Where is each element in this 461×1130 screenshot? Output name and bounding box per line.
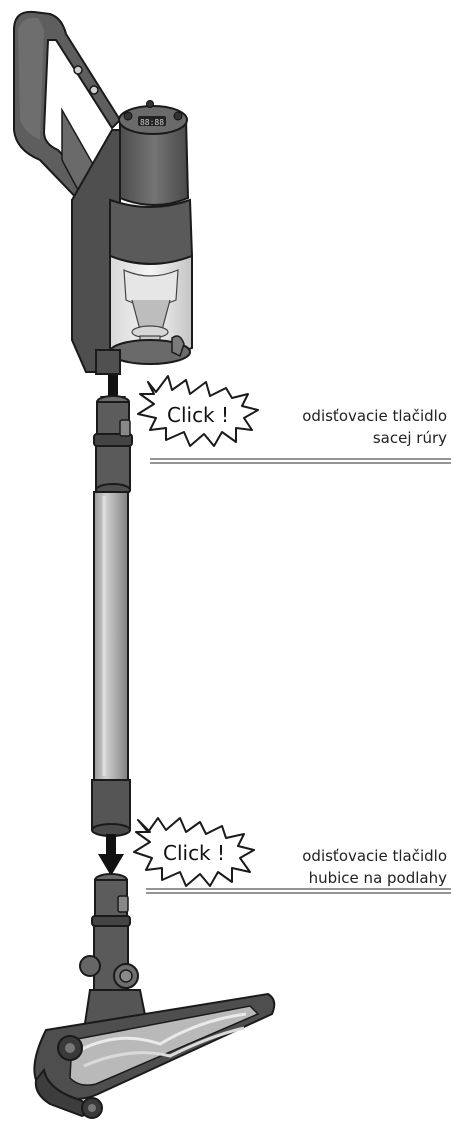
click-burst-top: Click ! (138, 376, 258, 446)
callout-label-tube-release: odisťovacie tlačidlo sacej rúry (302, 405, 447, 449)
callout-label-nozzle-release: odisťovacie tlačidlo hubice na podlahy (302, 845, 447, 889)
tube-release-button-icon (120, 420, 130, 436)
click-burst-bottom: Click ! (134, 818, 254, 886)
handle-button-icon (90, 86, 98, 94)
floor-nozzle-head (34, 994, 274, 1118)
vacuum-main-body: 88:88 (72, 101, 192, 375)
suction-tube (94, 492, 128, 780)
nozzle-release-button-icon (118, 896, 128, 912)
click-label-bottom: Click ! (163, 841, 225, 865)
callout-label-line: odisťovacie tlačidlo (302, 845, 447, 867)
callout-line-bottom (146, 889, 451, 893)
power-button-icon (124, 112, 132, 120)
mode-button-icon (174, 112, 182, 120)
insert-arrow-bottom-icon (98, 834, 124, 876)
svg-text:88:88: 88:88 (140, 118, 164, 127)
handle-button-icon (74, 66, 82, 74)
callout-label-line: odisťovacie tlačidlo (302, 405, 447, 427)
floor-nozzle-neck (80, 874, 148, 1030)
callout-line-top (150, 459, 451, 463)
indicator-icon (147, 101, 154, 108)
click-label-top: Click ! (167, 403, 229, 427)
callout-label-line: hubice na podlahy (302, 867, 447, 889)
callout-label-line: sacej rúry (302, 427, 447, 449)
tube-bottom-collar (92, 780, 130, 836)
tube-top-connector (94, 396, 132, 496)
